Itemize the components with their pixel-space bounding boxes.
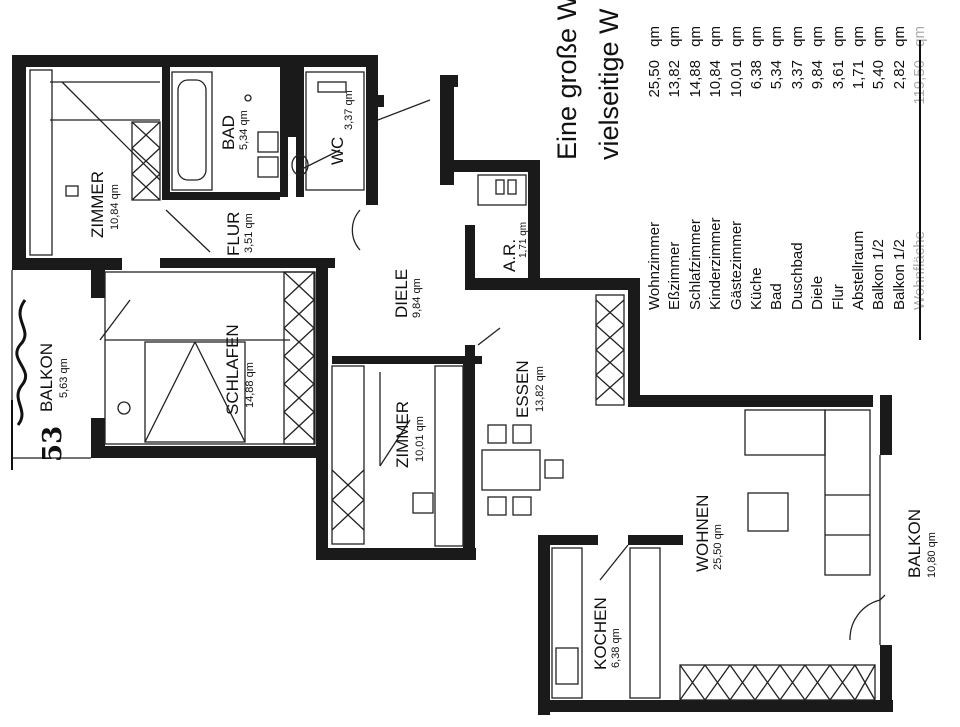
- room-bad-area: 5,34 qm: [238, 110, 250, 150]
- room-kochen-name: KOCHEN: [591, 597, 610, 670]
- room-diele-area: 9,84 qm: [411, 278, 423, 318]
- plan-thin-lines: [11, 69, 885, 701]
- room-balkon-left-name: BALKON: [37, 343, 56, 412]
- sum-divider-line: [919, 40, 921, 340]
- plan-walls: [12, 55, 893, 715]
- heading-line-2: vielseitige W: [594, 8, 624, 160]
- room-ar-area: 1,71 qm: [518, 222, 529, 258]
- room-ar-name: A.R.: [500, 239, 519, 272]
- handwritten-signature: [15, 299, 28, 426]
- room-wc-area: 3,37 qm: [343, 90, 355, 130]
- room-kochen-area: 6,38 qm: [610, 628, 622, 668]
- room-zimmer-top-area: 10,84 qm: [109, 184, 121, 230]
- room-flur-name: FLUR: [224, 212, 243, 256]
- room-zimmer-top-name: ZIMMER: [88, 171, 107, 238]
- room-labels: ZIMMER 10,84 qm BAD 5,34 qm WC 3,37 qm F…: [37, 90, 938, 670]
- room-balkon-left-area: 5,63 qm: [58, 358, 70, 398]
- room-zimmer-mid-name: ZIMMER: [393, 401, 412, 468]
- room-diele-name: DIELE: [392, 269, 411, 318]
- heading-line-1: Eine große W: [552, 0, 582, 160]
- room-wc-name: WC: [328, 137, 347, 165]
- room-zimmer-mid-area: 10,01 qm: [414, 416, 426, 462]
- room-essen-name: ESSEN: [513, 360, 532, 418]
- room-wohnen-area: 25,50 qm: [712, 524, 724, 570]
- room-schlafen-name: SCHLAFEN: [223, 324, 242, 415]
- room-balkon-right-name: BALKON: [905, 509, 924, 578]
- room-bad-name: BAD: [219, 115, 238, 150]
- room-wohnen-name: WOHNEN: [693, 495, 712, 572]
- room-balkon-right-area: 10,80 qm: [926, 532, 938, 578]
- room-flur-area: 3,51 qm: [243, 213, 255, 253]
- room-schlafen-area: 14,88 qm: [244, 362, 256, 408]
- handwritten-note: 53: [38, 425, 68, 462]
- room-essen-area: 13,82 qm: [534, 366, 546, 412]
